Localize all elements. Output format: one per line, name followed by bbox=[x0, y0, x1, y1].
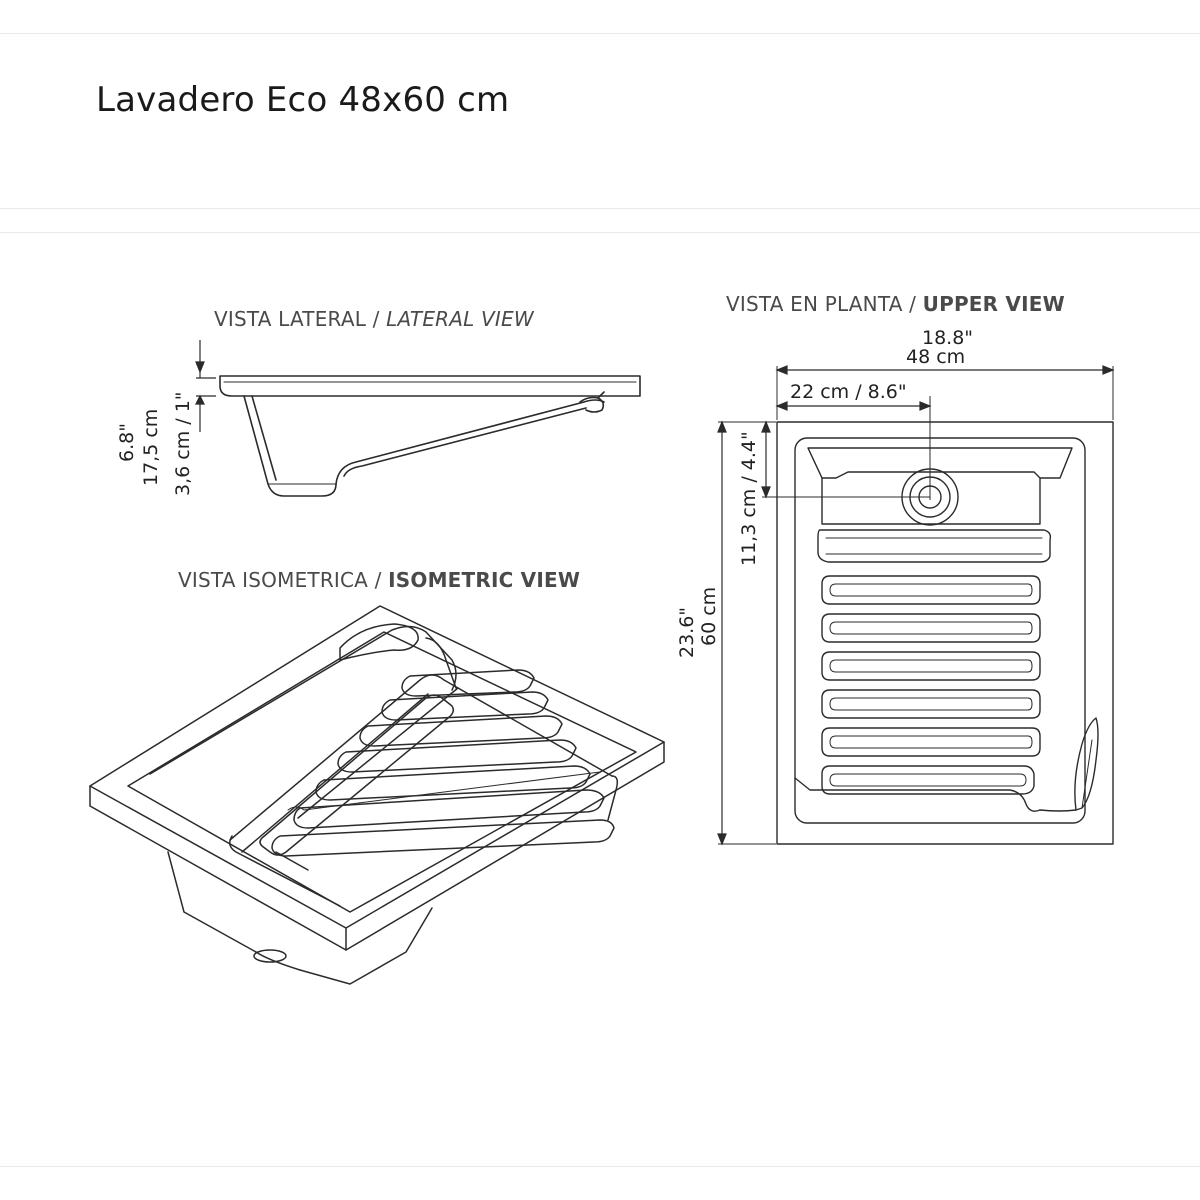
page-title: Lavadero Eco 48x60 cm bbox=[96, 80, 510, 120]
upper-view-label: VISTA EN PLANTA / UPPER VIEW bbox=[726, 292, 1065, 316]
isometric-view-label-en: ISOMETRIC VIEW bbox=[388, 568, 581, 592]
content-divider bbox=[0, 232, 1200, 233]
upper-drain-offset-x: 22 cm / 8.6" bbox=[790, 381, 907, 403]
lateral-view-label: VISTA LATERAL / LATERAL VIEW bbox=[214, 307, 534, 331]
lateral-view-label-en: LATERAL VIEW bbox=[386, 307, 534, 331]
isometric-view-label: VISTA ISOMETRICA / ISOMETRIC VIEW bbox=[178, 568, 580, 592]
top-divider bbox=[0, 33, 1200, 34]
upper-view-label-es: VISTA EN PLANTA / bbox=[726, 292, 923, 316]
header-divider bbox=[0, 208, 1200, 209]
isometric-view-label-es: VISTA ISOMETRICA / bbox=[178, 568, 389, 592]
upper-view-label-en: UPPER VIEW bbox=[922, 292, 1065, 316]
lateral-view-label-es: VISTA LATERAL / bbox=[214, 307, 387, 331]
upper-width-cm: 48 cm bbox=[906, 346, 966, 368]
bottom-divider bbox=[0, 1166, 1200, 1167]
upper-width-in: 18.8" bbox=[922, 327, 974, 349]
